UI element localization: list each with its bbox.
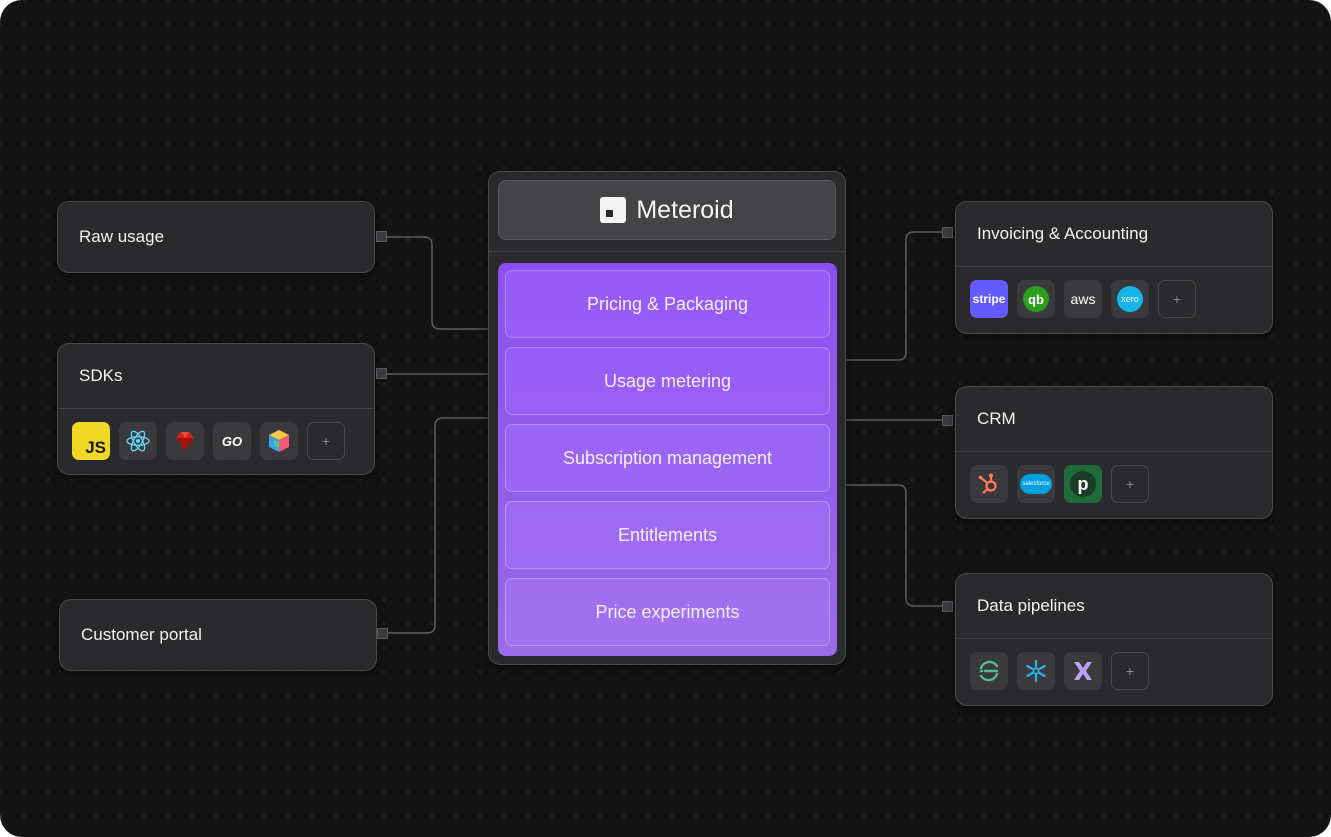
ruby-icon[interactable] (166, 422, 204, 460)
hightouch-icon[interactable] (1064, 652, 1102, 690)
data-pipelines-icon-row: + (956, 639, 1272, 690)
sdks-node[interactable]: SDKs JS (57, 343, 375, 475)
feature-usage-metering[interactable]: Usage metering (505, 347, 830, 415)
hubspot-icon[interactable] (970, 465, 1008, 503)
raw-usage-title: Raw usage (79, 227, 165, 246)
data-pipelines-header: Data pipelines (956, 574, 1272, 639)
data-pipelines-port (942, 601, 953, 612)
snowflake-icon[interactable] (1017, 652, 1055, 690)
wire-raw-usage (387, 236, 488, 330)
python-cube-icon[interactable] (260, 422, 298, 460)
sdks-header: SDKs (58, 344, 374, 409)
salesforce-icon[interactable]: salesforce (1017, 465, 1055, 503)
react-icon[interactable] (119, 422, 157, 460)
stripe-icon[interactable]: stripe (970, 280, 1008, 318)
invoicing-icon-row: stripe qb aws xero + (956, 267, 1272, 318)
pipedrive-icon[interactable]: p (1064, 465, 1102, 503)
meteroid-logo-icon (600, 197, 627, 223)
xero-icon[interactable]: xero (1111, 280, 1149, 318)
add-crm-button[interactable]: + (1111, 465, 1149, 503)
meteroid-core-node: Meteroid Pricing & Packaging Usage meter… (488, 171, 846, 665)
invoicing-title: Invoicing & Accounting (977, 224, 1149, 243)
data-pipelines-title: Data pipelines (977, 596, 1085, 615)
customer-portal-node[interactable]: Customer portal (59, 599, 377, 671)
add-invoicing-button[interactable]: + (1158, 280, 1196, 318)
aws-icon[interactable]: aws (1064, 280, 1102, 318)
go-icon[interactable]: GO (213, 422, 251, 460)
feature-price-experiments[interactable]: Price experiments (505, 578, 830, 646)
feature-subscription-management[interactable]: Subscription management (505, 424, 830, 492)
crm-node[interactable]: CRM salesforce p (955, 386, 1273, 519)
raw-usage-node[interactable]: Raw usage (57, 201, 375, 273)
add-sdk-button[interactable]: + (307, 422, 345, 460)
crm-icon-row: salesforce p + (956, 452, 1272, 503)
feature-list: Pricing & Packaging Usage metering Subsc… (498, 263, 837, 656)
wire-invoicing (846, 231, 943, 361)
divider (489, 251, 845, 252)
sdks-icon-row: JS GO (58, 409, 374, 460)
feature-pricing-packaging[interactable]: Pricing & Packaging (505, 270, 830, 338)
crm-port (942, 415, 953, 426)
invoicing-accounting-node[interactable]: Invoicing & Accounting stripe qb aws xer… (955, 201, 1273, 334)
javascript-icon[interactable]: JS (72, 422, 110, 460)
add-data-pipeline-button[interactable]: + (1111, 652, 1149, 690)
feature-entitlements[interactable]: Entitlements (505, 501, 830, 569)
crm-title: CRM (977, 409, 1016, 428)
sdks-port (376, 368, 387, 379)
data-pipelines-node[interactable]: Data pipelines (955, 573, 1273, 706)
wire-data-pipelines (846, 484, 943, 607)
invoicing-port (942, 227, 953, 238)
quickbooks-icon[interactable]: qb (1017, 280, 1055, 318)
sdks-title: SDKs (79, 366, 123, 385)
customer-portal-title: Customer portal (81, 625, 202, 644)
invoicing-header: Invoicing & Accounting (956, 202, 1272, 267)
brand-header: Meteroid (498, 180, 836, 240)
raw-usage-port (376, 231, 387, 242)
segment-icon[interactable] (970, 652, 1008, 690)
crm-header: CRM (956, 387, 1272, 452)
brand-name: Meteroid (636, 195, 734, 224)
wire-customer-portal (387, 417, 488, 634)
customer-portal-port (377, 628, 388, 639)
